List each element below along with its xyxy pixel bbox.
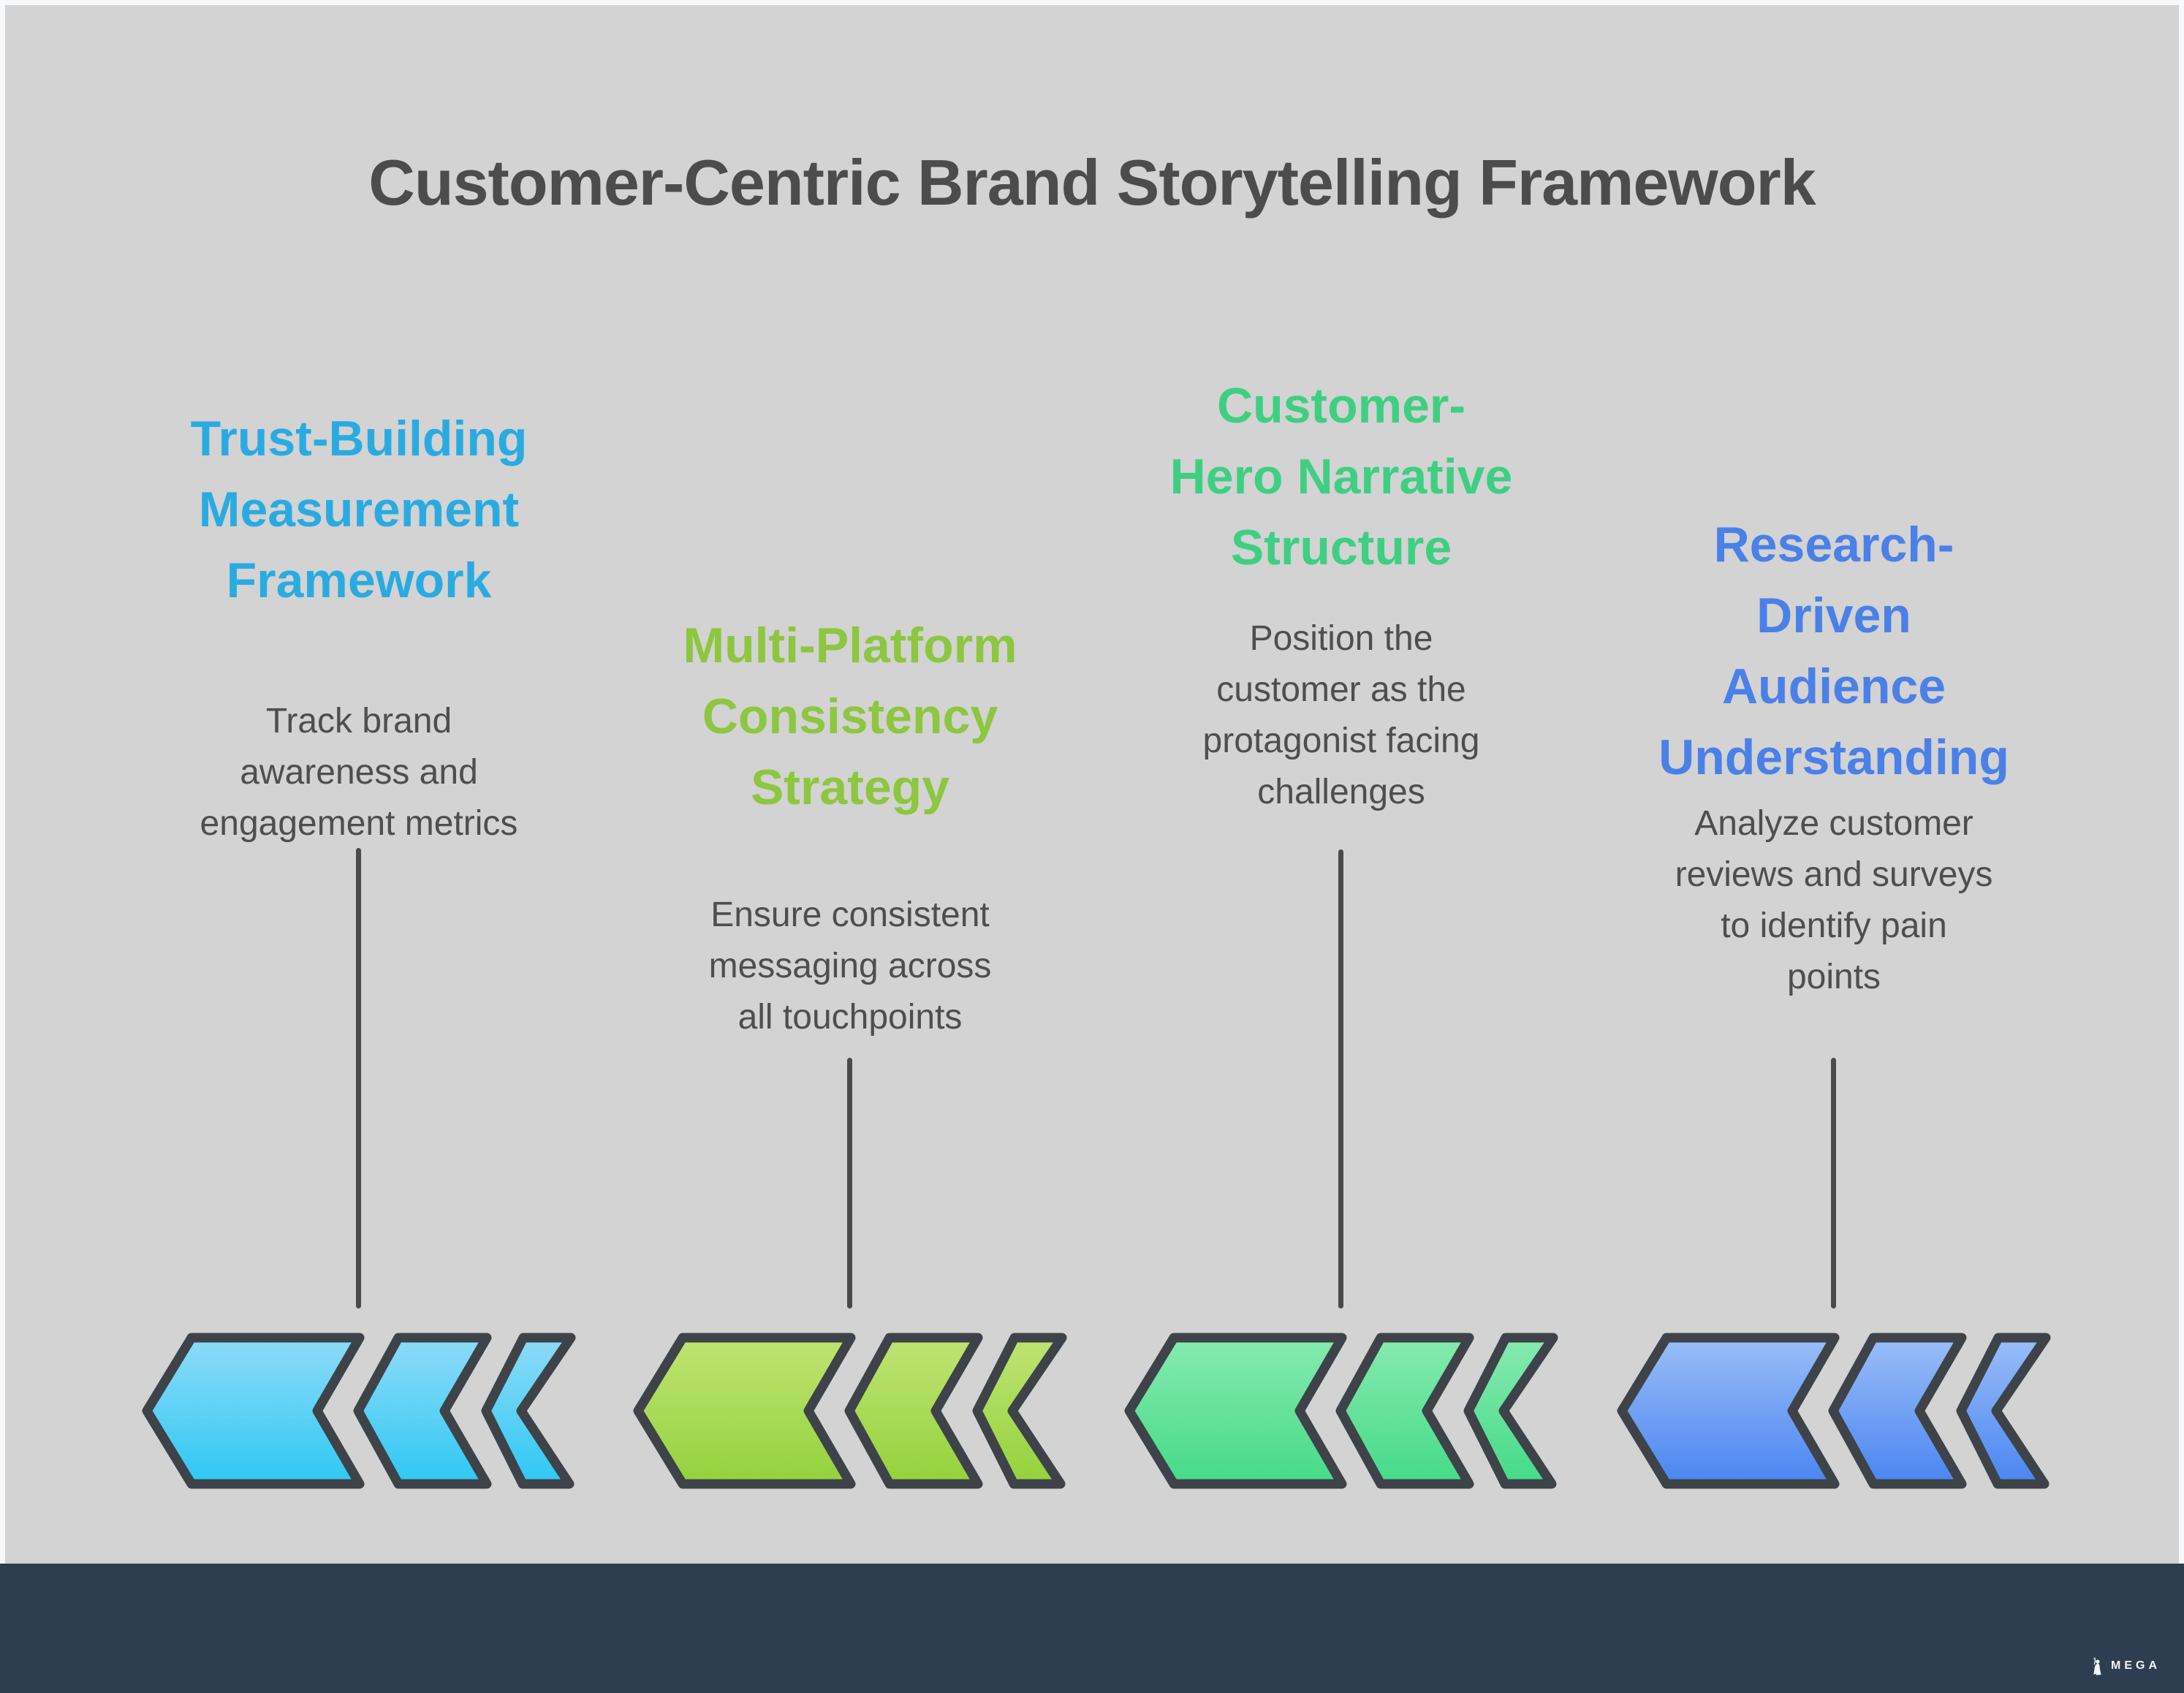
step-1-connector-line <box>356 848 361 1308</box>
page-title: Customer-Centric Brand Storytelling Fram… <box>368 146 1816 219</box>
footer-bar: MEGA <box>0 1564 2184 1693</box>
step-4-title: Research- Driven Audience Understanding <box>1658 517 2009 785</box>
step-3-description: Position the customer as the protagonist… <box>1202 619 1480 811</box>
chevron-small <box>481 1333 576 1489</box>
chevron-medium <box>1828 1333 1967 1489</box>
step-4-chevron-arrows <box>1617 1333 2051 1489</box>
brand-logo: MEGA <box>2088 1656 2161 1675</box>
step-2-description: Ensure consistent messaging across all t… <box>708 895 992 1037</box>
step-3-title: Customer- Hero Narrative Structure <box>1169 378 1513 575</box>
step-2-connector-line <box>847 1058 852 1308</box>
step-1-chevron-arrows <box>142 1333 576 1489</box>
chevron-large <box>1124 1333 1347 1489</box>
chevron-medium <box>1335 1333 1474 1489</box>
step-4-connector-line <box>1831 1058 1836 1308</box>
chevron-large <box>633 1333 856 1489</box>
chevron-small <box>1956 1333 2051 1489</box>
step-2-chevron-arrows <box>633 1333 1067 1489</box>
chevron-medium <box>844 1333 983 1489</box>
chevron-small <box>972 1333 1067 1489</box>
chevron-medium <box>353 1333 492 1489</box>
infographic-canvas: Customer-Centric Brand Storytelling Fram… <box>5 5 2179 1564</box>
step-1-title: Trust-Building Measurement Framework <box>190 411 528 608</box>
torch-figure-icon <box>2093 1656 2101 1675</box>
step-2-title: Multi-Platform Consistency Strategy <box>683 618 1017 815</box>
step-3-connector-line <box>1338 849 1343 1308</box>
step-1-description: Track brand awareness and engagement met… <box>200 702 518 843</box>
chevron-large <box>142 1333 365 1489</box>
step-4-description: Analyze customer reviews and surveys to … <box>1675 804 1993 996</box>
chevron-small <box>1463 1333 1558 1489</box>
step-3-chevron-arrows <box>1124 1333 1558 1489</box>
brand-name: MEGA <box>2111 1659 2161 1672</box>
chevron-large <box>1617 1333 1840 1489</box>
